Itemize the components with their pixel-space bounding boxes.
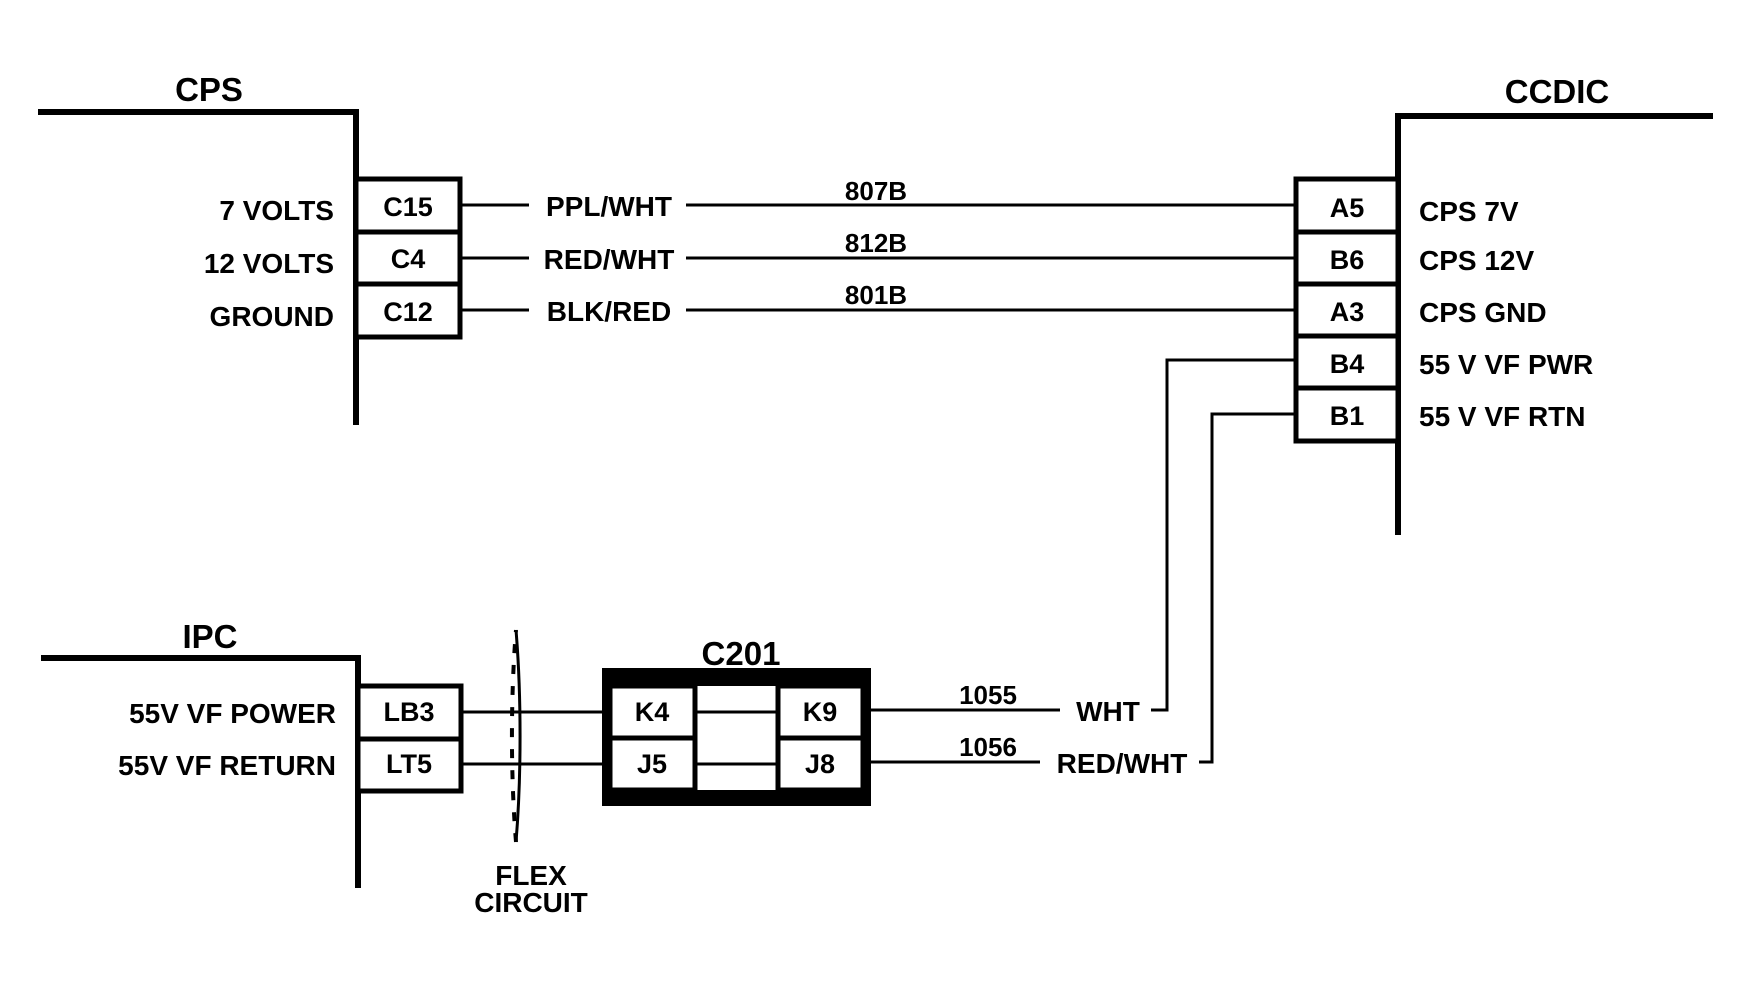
cps-pin-c12: C12 (383, 297, 433, 327)
ccdic-pin-box-b1 (1293, 385, 1401, 444)
cps-label-12-volts: 12 VOLTS (204, 248, 334, 279)
ccdic-pin-a5: A5 (1330, 193, 1365, 223)
cps-module: CPS 7 VOLTS 12 VOLTS GROUND C15 C4 C12 (38, 71, 463, 425)
ipc-pin-lb3: LB3 (383, 697, 434, 727)
c201-pin-box-j8 (775, 735, 866, 793)
wire-1055-number: 1055 (959, 680, 1017, 710)
ipc-to-c201-wires (461, 710, 602, 766)
ipc-module: IPC 55V VF POWER 55V VF RETURN LB3 LT5 (41, 618, 464, 888)
wire-1056-number: 1056 (959, 732, 1017, 762)
wire-807b-color: PPL/WHT (546, 191, 672, 222)
c201-connector: C201 K4 J5 K9 J8 (602, 635, 871, 806)
c201-pin-j5: J5 (637, 749, 667, 779)
c201-title: C201 (702, 635, 781, 672)
cps-pin-c4: C4 (391, 244, 426, 274)
ipc-title: IPC (182, 618, 237, 655)
wire-812b-color: RED/WHT (544, 244, 675, 275)
ccdic-title: CCDIC (1505, 73, 1610, 110)
ipc-pin-box-lb3 (355, 683, 464, 742)
ccdic-label-55v-vf-pwr: 55 V VF PWR (1419, 349, 1593, 380)
ccdic-label-cps-12v: CPS 12V (1419, 245, 1534, 276)
c201-pin-j8: J8 (805, 749, 835, 779)
ipc-label-55v-vf-return: 55V VF RETURN (118, 750, 336, 781)
ipc-pin-lt5: LT5 (386, 749, 432, 779)
wire-1056-color: RED/WHT (1057, 748, 1188, 779)
flex-circuit-ellipse-dashed (509, 629, 518, 843)
ccdic-label-55v-vf-rtn: 55 V VF RTN (1419, 401, 1585, 432)
wire-1055-color: WHT (1076, 696, 1140, 727)
ipc-frame (41, 655, 361, 888)
ccdic-pin-b1: B1 (1330, 401, 1365, 431)
ccdic-module: CCDIC A5 B6 A3 B4 B1 CPS 7V CPS 12V CPS … (1293, 73, 1713, 535)
cps-pin-c15: C15 (383, 192, 433, 222)
ccdic-pin-a3: A3 (1330, 297, 1365, 327)
cps-pin-box-c12 (353, 281, 463, 340)
wire-801b-color: BLK/RED (547, 296, 671, 327)
ccdic-pin-b4: B4 (1330, 349, 1365, 379)
wire-1055-route-to-b4 (1151, 358, 1296, 712)
c201-pin-k9: K9 (803, 697, 838, 727)
cps-label-7-volts: 7 VOLTS (219, 195, 334, 226)
wire-812b-number: 812B (845, 228, 907, 258)
flex-circuit-ellipse-solid (514, 629, 522, 843)
ccdic-label-cps-gnd: CPS GND (1419, 297, 1547, 328)
wire-1056-route-to-b1 (1199, 412, 1296, 764)
ipc-pin-box-lt5 (355, 736, 464, 794)
ccdic-pin-box-b6 (1293, 229, 1401, 287)
cps-title: CPS (175, 71, 243, 108)
c201-pin-k4: K4 (635, 697, 670, 727)
flex-circuit-label-line1: FLEX (495, 860, 567, 891)
top-wires: PPL/WHT 807B RED/WHT 812B BLK/RED 801B (460, 176, 1296, 327)
cps-label-ground: GROUND (210, 301, 334, 332)
ipc-label-55v-vf-power: 55V VF POWER (129, 698, 336, 729)
ccdic-label-cps-7v: CPS 7V (1419, 196, 1519, 227)
c201-pin-box-k9 (775, 683, 866, 741)
flex-circuit-label-line2: CIRCUIT (474, 887, 588, 918)
wire-801b-number: 801B (845, 280, 907, 310)
flex-circuit: FLEX CIRCUIT (474, 629, 588, 918)
ccdic-pin-b6: B6 (1330, 245, 1365, 275)
c201-to-ccdic-wires: 1055 WHT 1056 RED/WHT (863, 358, 1296, 779)
wire-807b-number: 807B (845, 176, 907, 206)
